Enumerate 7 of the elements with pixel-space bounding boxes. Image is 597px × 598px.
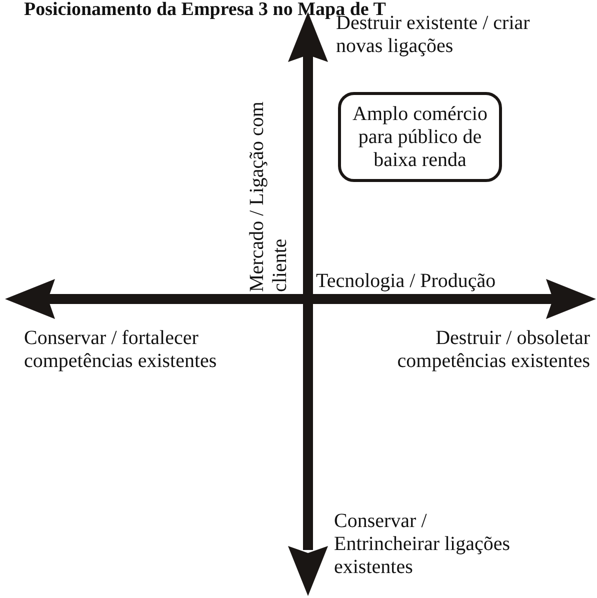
- box-text: Amplo comércio para público de baixa renda: [352, 102, 488, 172]
- axis-label: Conservar / fortalecer competências existentes: [24, 327, 218, 373]
- rounded-box: [338, 92, 502, 182]
- axis-label: Tecnologia / Produção: [316, 270, 496, 293]
- axis-label: Mercado / Ligação com cliente: [246, 100, 292, 292]
- axis-label: Destruir / obsoletar competências existentes: [396, 327, 590, 373]
- axis-label: Conservar / Entrincheirar ligações existentes: [334, 510, 512, 579]
